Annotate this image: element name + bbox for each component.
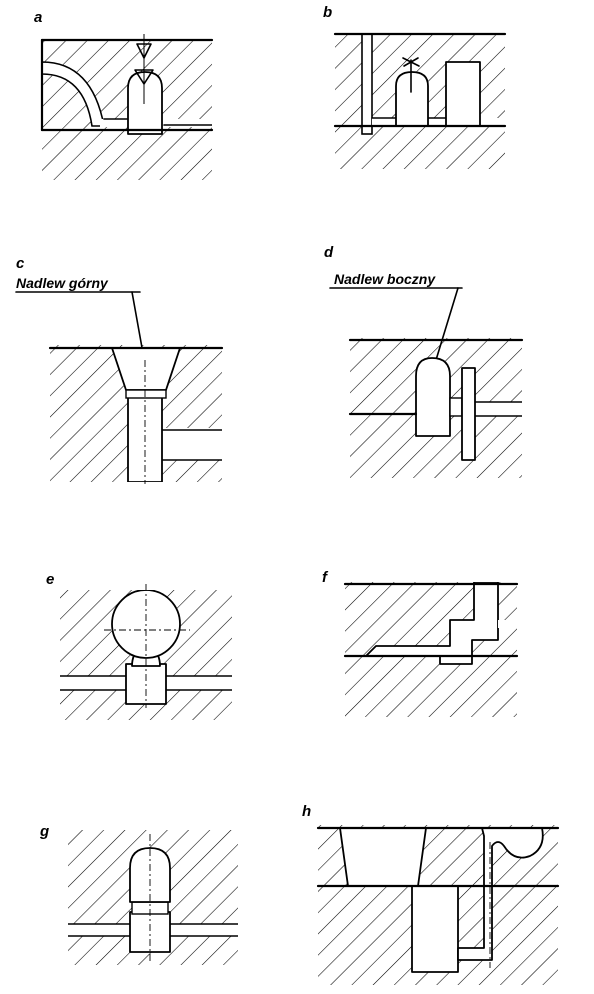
callout-top-riser: Nadlew górny (16, 275, 109, 291)
stepped-casting-f (365, 582, 499, 665)
panel-h: h (302, 803, 560, 985)
panel-b: b (323, 4, 507, 169)
panel-d: d Nadlew boczny (324, 244, 524, 478)
panel-letter-a: a (34, 9, 42, 26)
panel-letter-b: b (323, 4, 332, 21)
panel-letter-c: c (16, 255, 25, 272)
panel-letter-g: g (39, 823, 49, 840)
panel-f: f (322, 569, 519, 717)
mold-block-a (42, 40, 212, 180)
sprue-channel-h (457, 827, 544, 961)
blind-riser-b (395, 71, 429, 127)
panel-letter-f: f (322, 569, 329, 586)
casting-b (445, 61, 481, 127)
panel-letter-e: e (46, 571, 54, 588)
panel-c: c Nadlew górny (15, 255, 224, 484)
callout-side-riser: Nadlew boczny (334, 271, 436, 287)
blind-riser-a (127, 71, 163, 135)
panel-letter-d: d (324, 244, 334, 261)
panel-letter-h: h (302, 803, 311, 820)
panel-g: g (39, 823, 238, 965)
casting-h (411, 885, 459, 973)
panel-e: e (46, 571, 232, 720)
side-riser-d (415, 357, 451, 437)
casting-d (461, 367, 476, 461)
panel-a: a (34, 9, 214, 180)
open-riser-h (339, 827, 427, 887)
